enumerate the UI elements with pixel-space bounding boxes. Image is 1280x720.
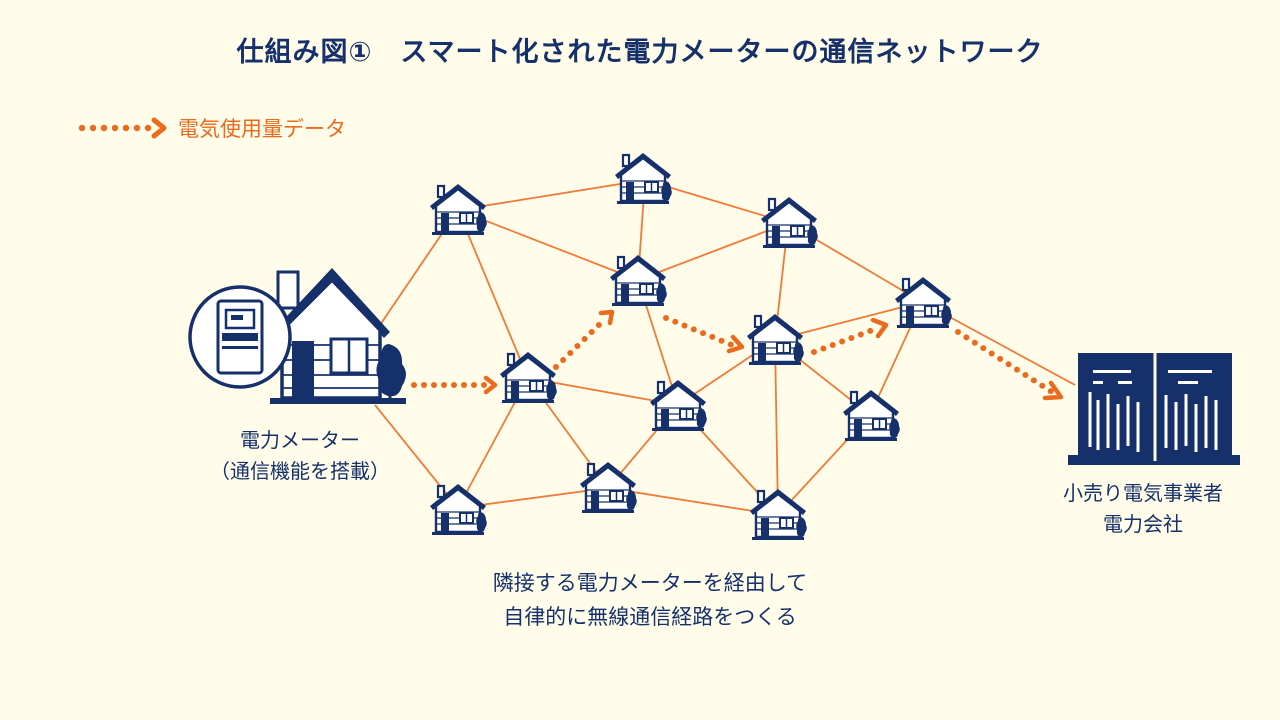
data-flow-arrow bbox=[553, 309, 615, 370]
house-icon bbox=[745, 312, 805, 367]
company-caption-line1: 小売り電気事業者 bbox=[1063, 481, 1223, 505]
mesh-link bbox=[457, 179, 646, 211]
network-caption: 隣接する電力メーターを経由して 自律的に無線通信経路をつくる bbox=[420, 566, 880, 634]
mesh-link bbox=[774, 339, 779, 516]
diagram-title: 仕組み図① スマート化された電力メーターの通信ネットワーク bbox=[236, 37, 1044, 68]
houses bbox=[428, 151, 953, 542]
mesh-link bbox=[607, 487, 779, 516]
company-caption: 小売り電気事業者 電力会社 bbox=[1028, 478, 1258, 540]
mesh-link bbox=[637, 222, 789, 281]
meter-house bbox=[270, 268, 406, 404]
house-icon bbox=[748, 487, 808, 542]
house-icon bbox=[428, 182, 488, 237]
network-caption-line2: 自律的に無線通信経路をつくる bbox=[503, 605, 797, 629]
data-flow-arrow bbox=[811, 317, 889, 355]
smart-meter-icon bbox=[188, 285, 292, 389]
house-icon bbox=[759, 195, 819, 250]
company-caption-line2: 電力会社 bbox=[1103, 512, 1183, 536]
mesh-link bbox=[457, 209, 639, 281]
house-icon bbox=[613, 151, 673, 206]
house-icon bbox=[893, 275, 953, 330]
data-flow-arrow bbox=[663, 315, 745, 354]
legend: 電気使用量データ bbox=[78, 114, 346, 142]
house-icon bbox=[578, 460, 638, 515]
meter-caption: 電力メーター （通信機能を搭載） bbox=[180, 425, 420, 487]
house-icon bbox=[841, 388, 901, 443]
data-flow-path bbox=[411, 309, 1064, 401]
house-icon bbox=[648, 378, 708, 433]
meter-caption-line1: 電力メーター bbox=[240, 428, 360, 452]
data-flow-arrow bbox=[955, 329, 1064, 401]
meter-caption-line2: （通信機能を搭載） bbox=[210, 459, 390, 483]
house-icon bbox=[498, 350, 558, 405]
house-icon bbox=[428, 482, 488, 537]
mesh-link bbox=[457, 209, 529, 379]
house-icon bbox=[608, 253, 668, 308]
data-flow-arrow bbox=[411, 375, 498, 395]
network-caption-line1: 隣接する電力メーターを経由して bbox=[492, 571, 808, 595]
power-company-building-icon bbox=[1068, 353, 1240, 465]
legend-label: 電気使用量データ bbox=[178, 117, 346, 141]
legend-arrow-icon bbox=[78, 117, 167, 139]
